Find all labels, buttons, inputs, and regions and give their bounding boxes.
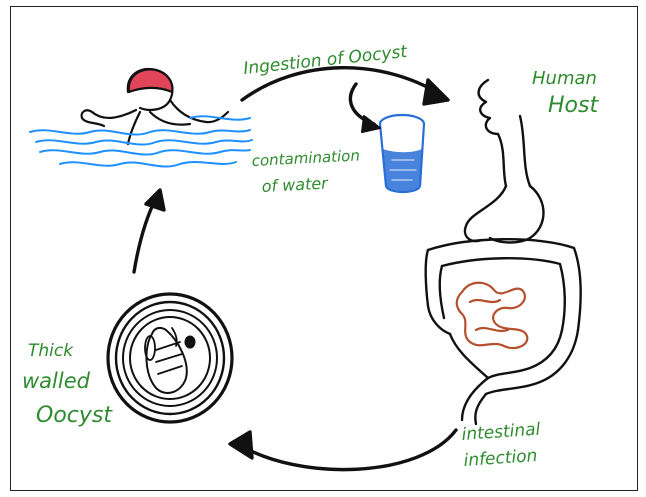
- thick-walled-label-line2: walled: [22, 369, 91, 393]
- contamination-label-line1: contamination: [251, 146, 360, 170]
- oocyst-icon: [108, 294, 232, 422]
- human-host-label-line1: Human: [532, 68, 597, 89]
- thick-walled-label-line3: Oocyst: [36, 403, 113, 428]
- water-waves: [30, 116, 252, 166]
- small-intestine: [457, 283, 528, 348]
- intestinal-infection-label-line1: intestinal: [461, 420, 541, 445]
- arrow-shedding: [238, 430, 456, 470]
- human-host-label-line2: Host: [548, 93, 599, 118]
- arrow-to-cup: [350, 84, 374, 124]
- digestive-tract-icon: [426, 80, 581, 424]
- arrow-to-water: [134, 198, 156, 272]
- contamination-label-line2: of water: [261, 173, 329, 196]
- thick-walled-label-line1: Thick: [28, 341, 74, 361]
- water-cup-icon: [380, 115, 424, 192]
- intestinal-infection-label-line2: infection: [463, 446, 538, 471]
